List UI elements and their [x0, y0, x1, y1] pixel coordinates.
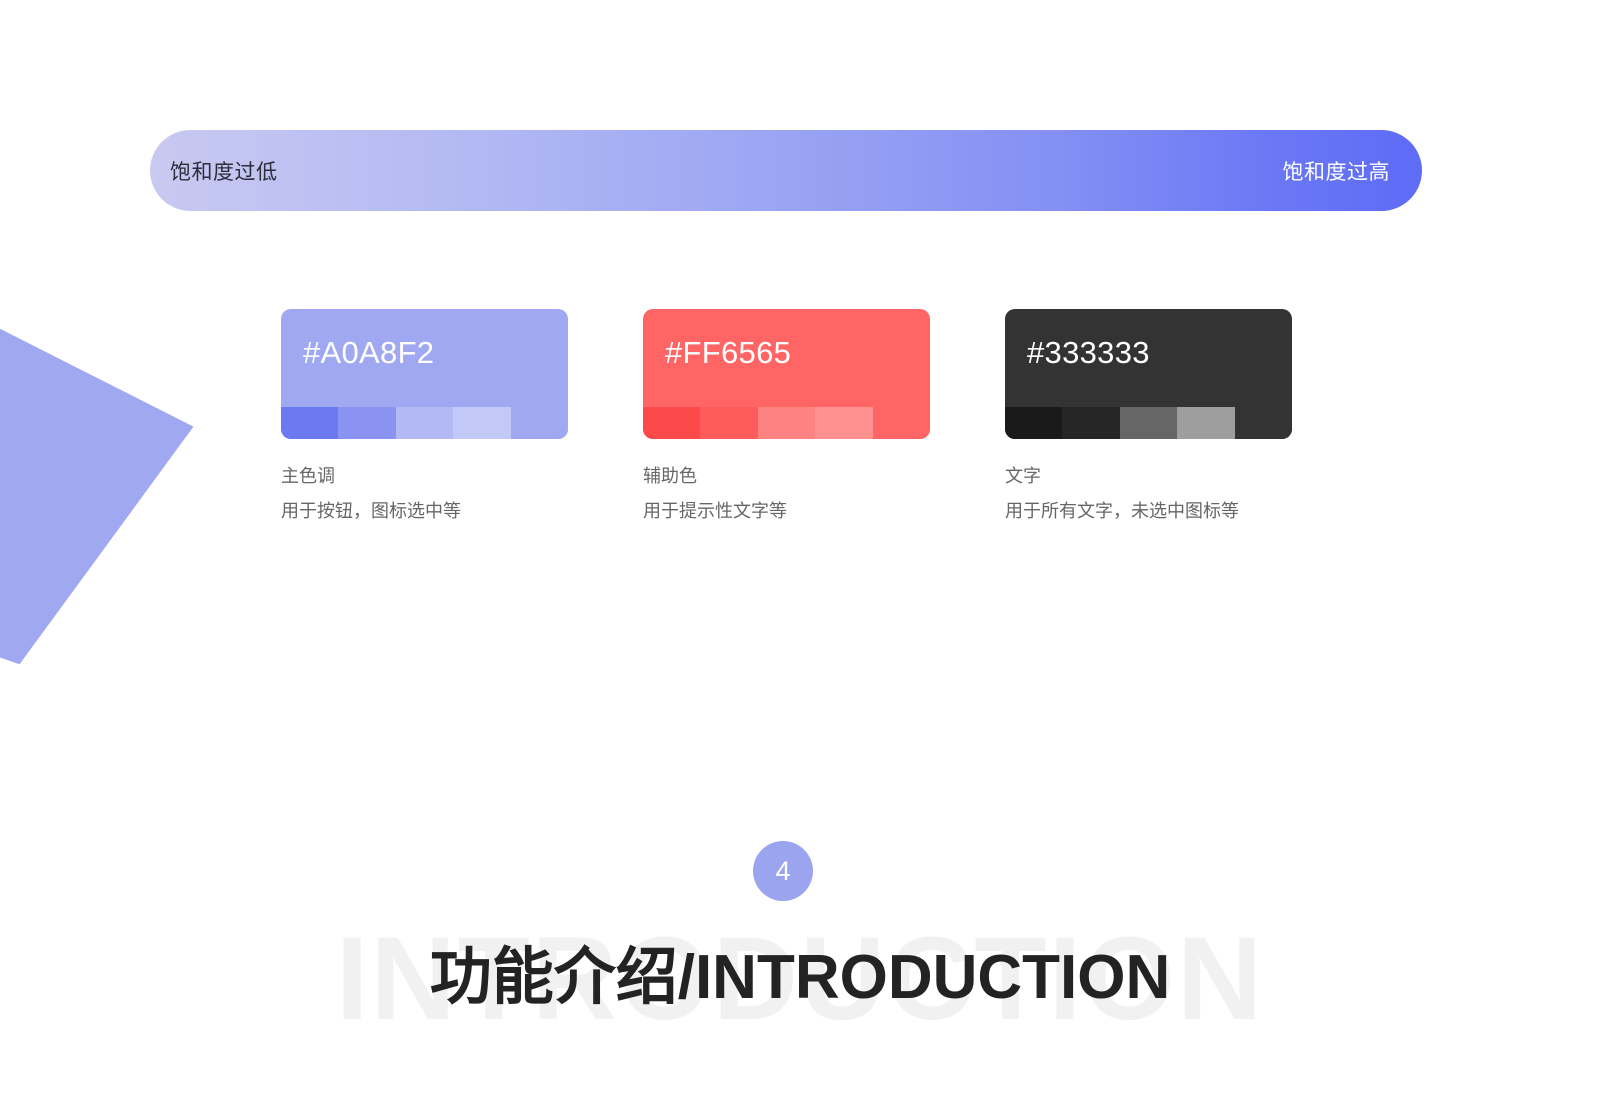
- swatch-tint-4: [453, 407, 511, 439]
- swatch-tint-strip: [643, 407, 930, 439]
- swatch-tint-4: [815, 407, 873, 439]
- swatch-tint-5: [872, 407, 930, 439]
- swatch-hex-label: #A0A8F2: [303, 335, 435, 370]
- palette-swatch-secondary: #FF6565 辅助色 用于提示性文字等: [643, 309, 930, 529]
- page-number-badge: 4: [753, 841, 813, 901]
- palette-swatch-primary: #A0A8F2 主色调 用于按钮，图标选中等: [281, 309, 568, 529]
- swatch-caption: 主色调 用于按钮，图标选中等: [281, 459, 568, 529]
- swatch-tint-3: [1119, 407, 1178, 439]
- swatch-tint-strip: [281, 407, 568, 439]
- swatch-tint-1: [281, 407, 339, 439]
- swatch-tint-3: [395, 407, 454, 439]
- decorative-quad-shape: [0, 272, 211, 688]
- swatch-caption: 辅助色 用于提示性文字等: [643, 459, 930, 529]
- saturation-high-label: 饱和度过高: [1282, 160, 1390, 184]
- swatch-caption: 文字 用于所有文字，未选中图标等: [1005, 459, 1292, 529]
- swatch-description: 用于所有文字，未选中图标等: [1005, 501, 1239, 522]
- palette-swatch-text: #333333 文字 用于所有文字，未选中图标等: [1005, 309, 1292, 529]
- swatch-tint-2: [1062, 407, 1120, 439]
- footer-title-zone: INTRODUCTION 功能介绍/INTRODUCTION: [0, 920, 1600, 1050]
- swatch-description: 用于提示性文字等: [643, 501, 787, 522]
- swatch-description: 用于按钮，图标选中等: [281, 501, 461, 522]
- swatch-hex-label: #FF6565: [665, 335, 792, 370]
- swatch-hex-label: #333333: [1027, 335, 1150, 370]
- swatch-card[interactable]: #A0A8F2: [281, 309, 568, 439]
- swatch-title: 文字: [1005, 466, 1041, 486]
- swatch-tint-2: [700, 407, 758, 439]
- swatch-title: 辅助色: [643, 466, 697, 486]
- saturation-scale: 饱和度过低 饱和度过高: [150, 66, 1422, 211]
- swatch-tint-strip: [1005, 407, 1292, 439]
- swatch-tint-2: [338, 407, 396, 439]
- swatch-tint-1: [1005, 407, 1063, 439]
- swatch-title: 主色调: [281, 466, 335, 486]
- page-title: 功能介绍/INTRODUCTION: [429, 943, 1171, 1012]
- swatch-tint-1: [643, 407, 701, 439]
- saturation-gradient-bar[interactable]: 饱和度过低 饱和度过高: [150, 130, 1422, 211]
- footer-watermark-text: INTRODUCTION: [335, 913, 1265, 1045]
- swatch-card[interactable]: #333333: [1005, 309, 1292, 439]
- swatch-tint-5: [1234, 407, 1292, 439]
- saturation-low-label: 饱和度过低: [170, 160, 278, 184]
- swatch-tint-4: [1177, 407, 1235, 439]
- color-palette: #A0A8F2 主色调 用于按钮，图标选中等 #FF6565 辅助色 用于提示性…: [281, 309, 1292, 529]
- swatch-tint-5: [510, 407, 568, 439]
- swatch-tint-3: [757, 407, 816, 439]
- swatch-card[interactable]: #FF6565: [643, 309, 930, 439]
